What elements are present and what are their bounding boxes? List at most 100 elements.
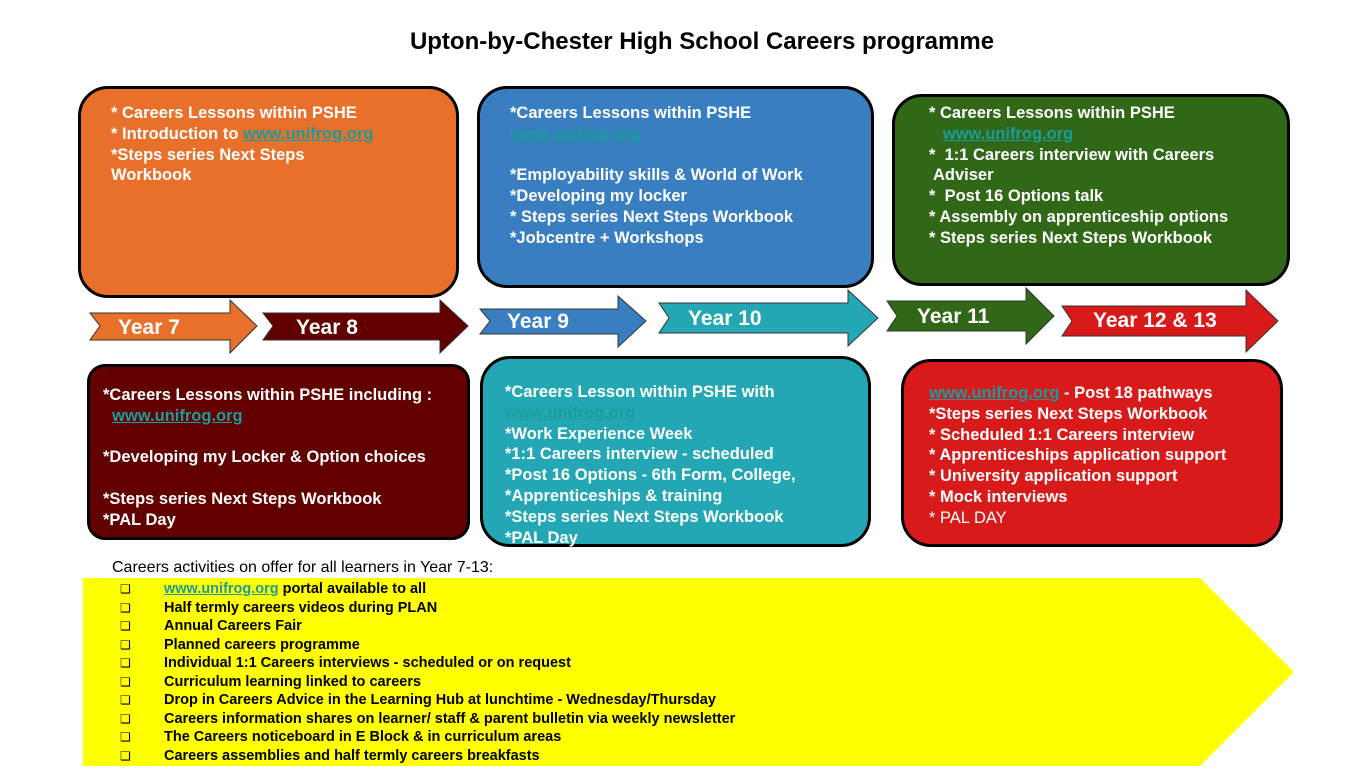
year10-line: *Steps series Next Steps Workbook [505,507,848,528]
unifrog-link[interactable]: www.unifrog.org [942,124,1074,143]
year12-line: * Scheduled 1:1 Careers interview [929,425,1260,446]
activity-text: Curriculum learning linked to careers [164,673,421,692]
year7-arrow [88,298,258,355]
year10-line-text: *Steps series Next Steps Workbook [505,507,784,526]
year7-line-text: * Introduction to [111,124,243,143]
checkbox-bullet-icon: ❑ [120,619,131,633]
year11-line-text: * Steps series Next Steps Workbook [929,228,1213,247]
unifrog-link[interactable]: www.unifrog.org [164,581,279,597]
year10-line: *PAL Day [505,528,848,549]
list-item: ❑Half termly careers videos during PLAN [120,599,735,618]
year8-line-text: *PAL Day [103,510,176,529]
year12-arrow [1061,288,1279,354]
activity-label: Individual 1:1 Careers interviews - sche… [164,655,571,671]
activities-list: ❑ www.unifrog.org portal available to all… [120,580,735,765]
year9-line: *Developing my locker [510,186,851,207]
year9-line-text: *Developing my locker [510,187,687,206]
year11-label: Year 11 [917,305,990,328]
year10-line: www.unifrog.org [505,403,848,424]
year9-label: Year 9 [507,310,569,333]
activity-text: Drop in Careers Advice in the Learning H… [164,691,716,710]
year10-line: *Post 16 Options - 6th Form, College, [505,465,848,486]
activity-label: portal available to all [278,581,427,597]
year10-label: Year 10 [688,307,762,330]
year9-line-text: *Careers Lessons within PSHE [510,104,752,122]
activity-text: www.unifrog.org portal available to all [164,580,426,599]
activities-heading: Careers activities on offer for all lear… [112,559,494,576]
year10-line: *1:1 Careers interview - scheduled [505,444,848,465]
year11-line: Adviser [929,165,1267,186]
year11-line-text: Adviser [929,166,994,185]
activity-text: The Careers noticeboard in E Block & in … [164,728,561,747]
year12-line-text: * Apprenticeships application support [929,446,1227,465]
checkbox-bullet-icon: ❑ [120,693,131,707]
year12-label: Year 12 & 13 [1093,309,1217,332]
year11-line: www.unifrog.org [929,124,1267,145]
year9-line-text: *Jobcentre + Workshops [510,228,704,247]
checkbox-bullet-icon: ❑ [120,656,131,670]
checkbox-bullet-icon: ❑ [120,582,131,596]
year9-box: *Careers Lessons within PSHE www.unifrog.… [477,86,874,288]
year12-line-text: * PAL DAY [929,508,1007,527]
list-item: ❑Annual Careers Fair [120,617,735,636]
activity-label: Planned careers programme [164,636,360,653]
list-item: ❑Careers assemblies and half termly care… [120,747,735,766]
unifrog-link[interactable]: www.unifrog.org [112,406,243,425]
year9-arrow [478,294,647,349]
list-item: ❑ Individual 1:1 Careers interviews - sch… [120,654,735,673]
year10-line-text: *Work Experience Week [505,424,693,443]
year12-line-text: * University application support [929,467,1178,486]
year8-line: *Developing my Locker & Option choices [103,447,447,468]
list-item: ❑ Drop in Careers Advice in the Learning … [120,691,735,710]
year7-line: *Steps series Next Steps [111,145,436,166]
unifrog-link[interactable]: www.unifrog.org [510,124,641,143]
year11-line-text: * Post 16 Options talk [929,187,1104,206]
activity-label: Half termly careers videos during PLAN [164,599,438,616]
list-item: ❑ Planned careers programme [120,636,735,655]
year8-arrow [261,298,469,355]
year8-line-text: *Careers Lessons within PSHE including : [103,386,433,404]
list-item: ❑ Curriculum learning linked to careers [120,673,735,692]
year7-line: * Introduction to www.unifrog.org [111,124,436,145]
year11-line-text: * Careers Lessons within PSHE [929,104,1175,122]
year9-line: *Careers Lessons within PSHE [510,103,851,124]
activity-text: Planned careers programme [164,636,360,655]
year12-line: www.unifrog.org - Post 18 pathways [929,383,1260,404]
unifrog-link[interactable]: www.unifrog.org [242,124,374,143]
activity-label: Careers information shares on learner/ s… [164,710,736,727]
year9-line: *Jobcentre + Workshops [510,228,851,249]
year9-line-text: * Steps series Next Steps Workbook [510,207,794,226]
activity-label: The Careers noticeboard in E Block & in … [164,729,562,745]
year9-line: * Steps series Next Steps Workbook [510,207,851,228]
year7-line: Workbook [111,165,436,186]
year10-line-text: *Careers Lesson within PSHE with [505,383,775,401]
year8-box: *Careers Lessons within PSHE including :… [87,364,470,540]
page-title: Upton-by-Chester High School Careers pro… [409,28,995,55]
checkbox-bullet-icon: ❑ [120,674,131,689]
unifrog-link[interactable]: www.unifrog.org [505,403,636,422]
checkbox-bullet-icon: ❑ [120,711,131,726]
list-item: ❑ www.unifrog.org portal available to all [120,580,735,599]
year11-line: * Steps series Next Steps Workbook [929,228,1267,249]
checkbox-bullet-icon: ❑ [120,637,131,652]
year7-line-text: Workbook [111,166,192,185]
year11-arrow [886,286,1055,346]
year11-line-text: * Assembly on apprenticeship options [929,207,1229,226]
activity-text: Careers assemblies and half termly caree… [164,747,540,766]
year8-line: *Careers Lessons within PSHE including : [103,385,447,406]
year12-box: www.unifrog.org - Post 18 pathways*Steps… [901,359,1283,547]
year12-line: * Apprenticeships application support [929,445,1260,466]
year9-line-text: *Employability skills & World of Work [510,166,803,185]
year11-line: * Post 16 Options talk [929,186,1267,207]
year10-line: *Work Experience Week [505,424,848,445]
year7-line-text: *Steps series Next Steps [111,145,305,164]
activity-text: Individual 1:1 Careers interviews - sche… [164,654,571,673]
year12-line-text: - Post 18 pathways [1059,384,1213,402]
year10-line-text: *1:1 Careers interview - scheduled [505,445,774,464]
year11-line: * Careers Lessons within PSHE [929,103,1267,124]
unifrog-link[interactable]: www.unifrog.org [929,384,1060,402]
checkbox-bullet-icon: ❑ [120,730,131,744]
year10-line-text: *PAL Day [505,528,578,547]
